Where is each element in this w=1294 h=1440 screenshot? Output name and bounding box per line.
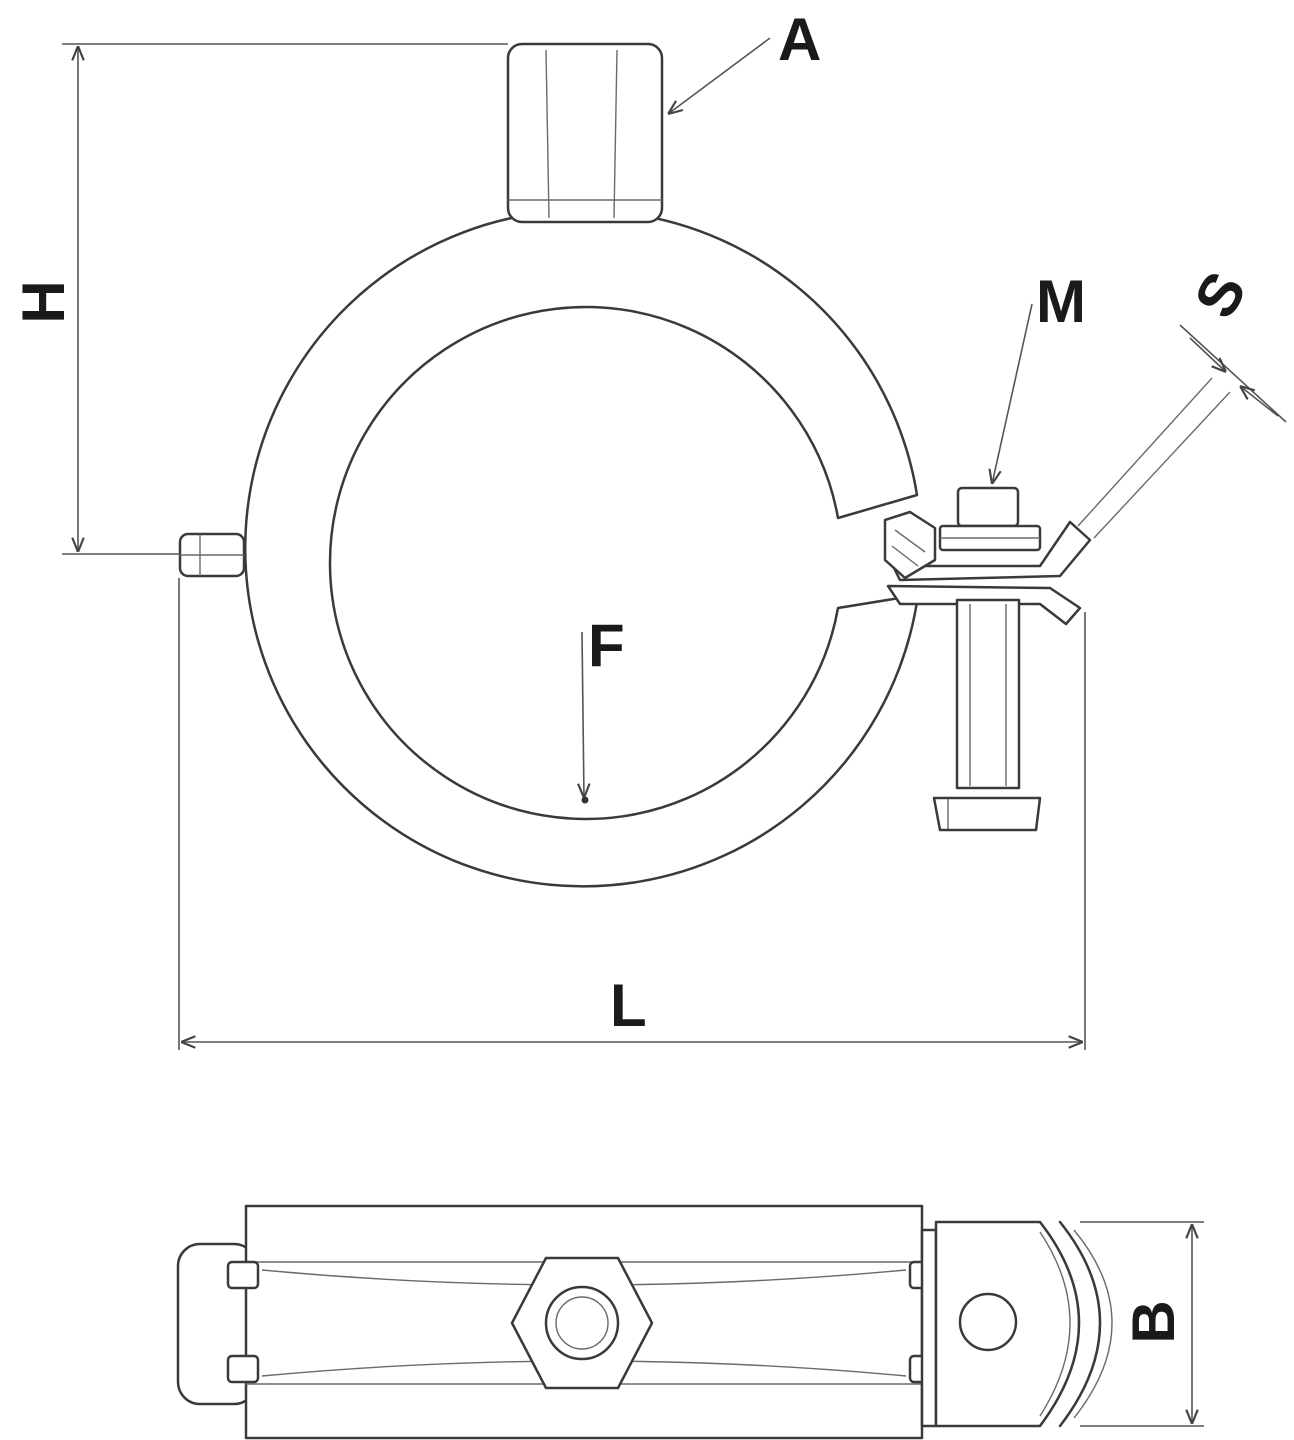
- clamp-ring: [244, 209, 920, 888]
- label-l: L: [610, 972, 647, 1039]
- screw-assembly: [883, 486, 1092, 832]
- label-f: F: [588, 612, 625, 679]
- wire-extension: [1077, 377, 1231, 539]
- top-boss: [506, 42, 664, 224]
- left-stud: [178, 532, 246, 578]
- leader-a: [668, 37, 771, 114]
- front-view: A H M S F L: [10, 6, 1287, 1050]
- dimension-h: [62, 43, 508, 555]
- label-b: B: [1120, 1300, 1187, 1343]
- label-h: H: [10, 280, 77, 323]
- dimension-l: [178, 578, 1086, 1050]
- leader-m: [992, 303, 1033, 484]
- bottom-view: B: [176, 1204, 1204, 1440]
- dimension-s: [1179, 324, 1287, 423]
- dimension-b: [1080, 1221, 1204, 1427]
- label-m: M: [1036, 268, 1086, 335]
- leader-f: [582, 631, 589, 804]
- label-a: A: [778, 6, 821, 73]
- label-s: S: [1181, 261, 1259, 329]
- right-end-flange: [920, 1220, 1113, 1428]
